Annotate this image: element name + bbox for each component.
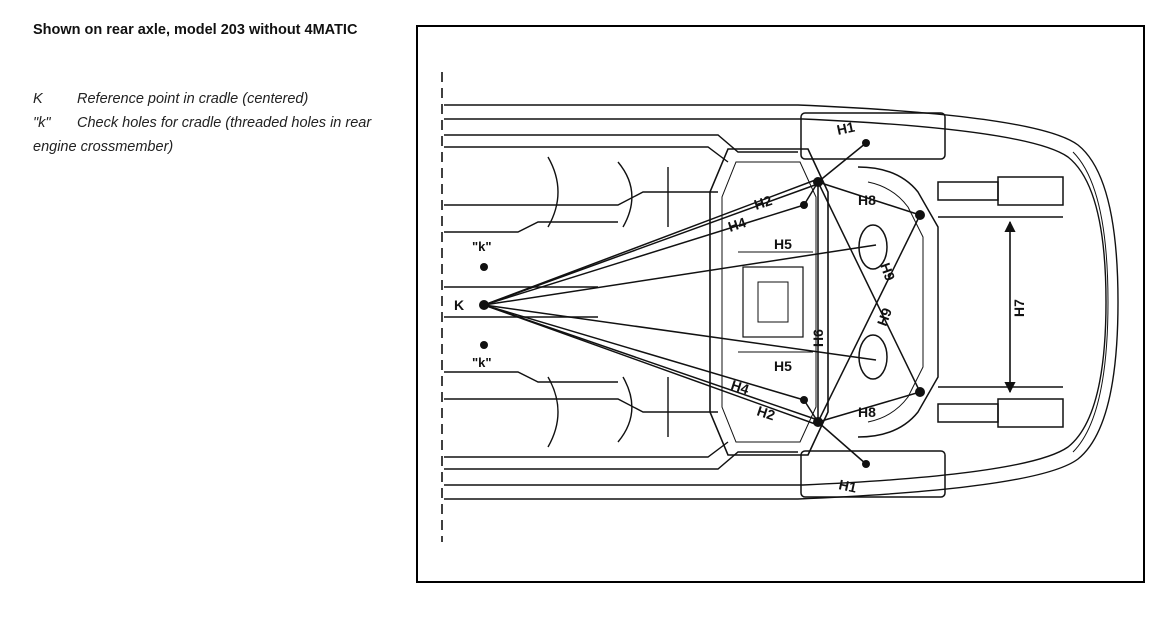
check-hole-top [480,263,488,271]
label-h5-bottom: H5 [774,358,792,374]
label-h9-top: H9 [877,261,898,283]
measurement-lines [483,142,921,465]
diagram-frame: K "k" "k" H1 H1 H2 H2 H4 H4 H5 H5 H6 H7 … [416,25,1145,583]
check-hole-bottom [480,341,488,349]
label-k: K [454,297,464,313]
label-h8-top: H8 [858,192,876,208]
point-h8-bottom [915,387,925,397]
label-h1-top: H1 [835,119,856,138]
legend-text: Check holes for cradle (threaded holes i… [33,115,372,155]
rear-axle-cradle [709,148,829,456]
vehicle-body-outline [444,104,1119,500]
rear-wheel-pads [800,112,946,498]
point-k [479,300,489,310]
legend-item-k-reference: K Reference point in cradle (centered) [33,87,378,111]
label-h4-bottom: H4 [729,377,751,398]
point-h1-top [862,139,870,147]
point-top-link [813,177,823,187]
caption-title: Shown on rear axle, model 203 without 4M… [33,22,358,38]
point-h2-bottom [800,396,808,404]
rear-axle-diagram: K "k" "k" H1 H1 H2 H2 H4 H4 H5 H5 H6 H7 … [441,72,1119,542]
point-bottom-link [813,417,823,427]
label-h8-bottom: H8 [858,404,876,420]
point-h8-top [915,210,925,220]
legend-item-k-check-holes: "k"Check holes for cradle (threaded hole… [33,111,378,159]
label-h9-bottom: H9 [874,306,895,328]
label-h4-top: H4 [726,214,748,235]
label-k-bottom: "k" [472,355,492,370]
label-k-top: "k" [472,239,492,254]
point-h2-top [800,201,808,209]
diagram-labels: K "k" "k" H1 H1 H2 H2 H4 H4 H5 H5 H6 H7 … [454,119,1027,496]
label-h5-top: H5 [774,236,792,252]
label-h7: H7 [1011,299,1027,317]
legend-key: K [33,91,43,107]
label-h2-top: H2 [752,192,774,213]
point-h1-bottom [862,460,870,468]
label-h2-bottom: H2 [755,403,777,424]
rear-axle-housing [857,166,1064,438]
legend-text: Reference point in cradle (centered) [77,91,309,107]
label-h6: H6 [810,329,826,347]
label-h1-bottom: H1 [837,476,858,495]
legend-key: "k" [33,115,51,131]
measurement-points [479,139,925,468]
legend: K Reference point in cradle (centered) "k… [33,87,378,159]
